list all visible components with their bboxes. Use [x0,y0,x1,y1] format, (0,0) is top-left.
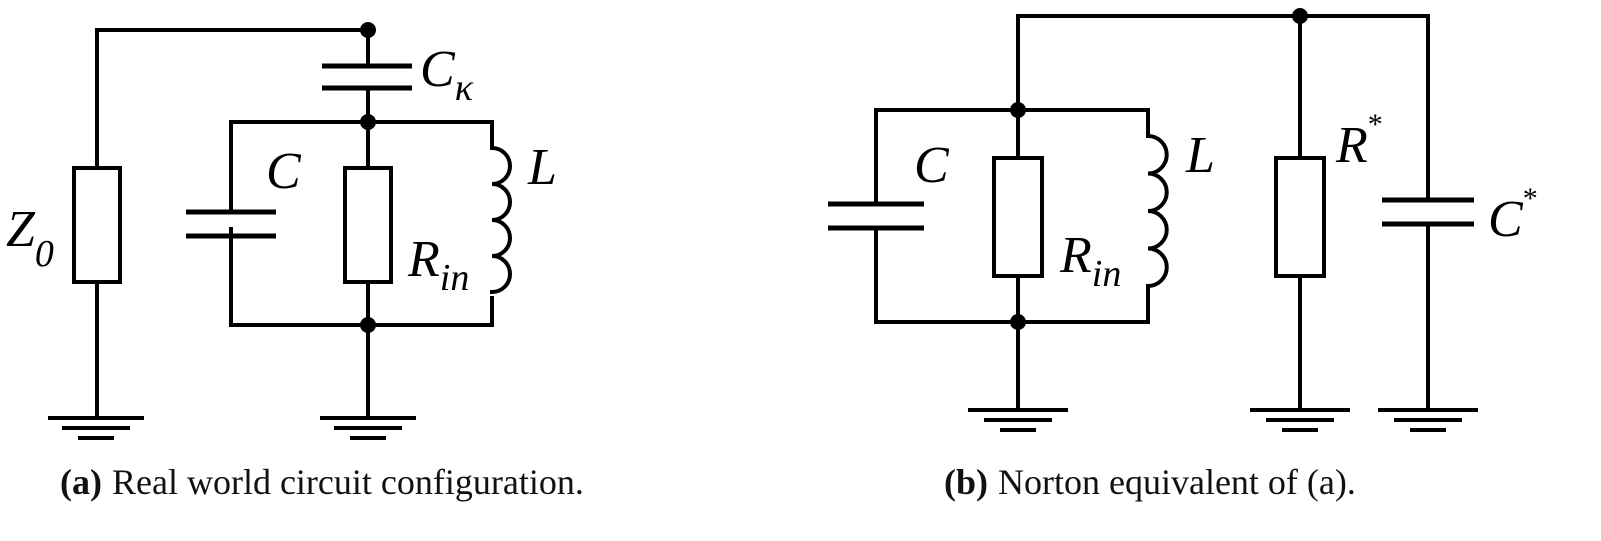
node-a-tank-bottom [360,317,376,333]
capacitor-ck [322,63,412,91]
resistor-rstar [1274,156,1326,278]
label-c-a: C [266,143,302,200]
node-a-tank-top [360,114,376,130]
impedance-z0-resistor [72,166,122,284]
ground-b-tank-icon [968,408,1068,432]
node-a-top [360,22,376,38]
label-c-b: C [914,137,950,194]
ground-a-z0-icon [48,416,144,440]
capacitor-c-b [828,201,924,231]
capacitor-cstar [1382,197,1474,227]
label-ck: Cκ [420,41,474,109]
ground-b-cstar-icon [1378,408,1478,432]
label-rstar: R* [1335,108,1383,174]
inductor-l-a [489,145,512,295]
label-l-a: L [527,139,557,196]
caption-b: (b)Norton equivalent of (a). [944,462,1356,502]
resistor-rin-b [992,156,1044,278]
label-cstar: C* [1488,182,1538,248]
resistor-rin-a [343,166,393,284]
node-b-tank-bottom [1010,314,1026,330]
label-rin-b: Rin [1059,227,1121,295]
label-l-b: L [1185,127,1215,184]
label-z0: Z0 [6,201,54,275]
inductor-l-b [1145,133,1169,289]
caption-a: (a)Real world circuit configuration. [60,462,584,502]
panel-b-circuit: C L Rin R* C* (b)Norton equivalent of (a… [828,8,1538,502]
ground-a-tank-icon [320,416,416,440]
node-b-tank-top [1010,102,1026,118]
node-b-top [1292,8,1308,24]
ground-b-rstar-icon [1250,408,1350,432]
panel-a-circuit: Z0 Cκ C Rin L (a)Real world circuit conf… [6,22,584,502]
wire-b-top [1016,14,1430,202]
label-rin-a: Rin [407,231,469,299]
